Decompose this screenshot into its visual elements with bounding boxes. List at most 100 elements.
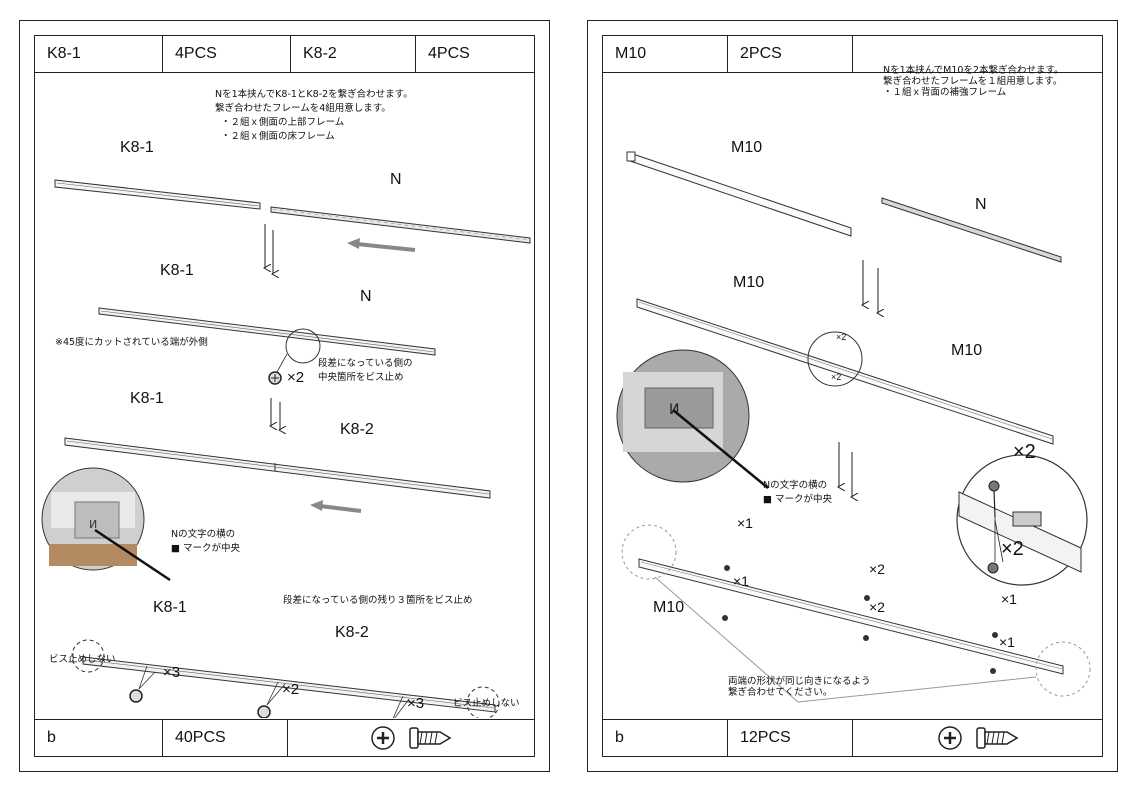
label-n-right: N [975,196,987,213]
label-m10-d: M10 [653,599,685,616]
qty-d-bot: ×1 [999,634,1015,650]
qty-detail-top: ×2 [1013,441,1036,463]
header-qty1: 4PCS [163,36,291,72]
right-instruction-sheet: M10 2PCS [587,20,1118,772]
r-note-mark-2: ■ マークが中央 [763,494,832,505]
footer-qty: 40PCS [163,720,288,756]
joint-detail-circle [807,331,863,387]
label-n-b: N [360,288,372,305]
frame-joined-row3 [64,437,491,499]
header-part1: K8-1 [35,36,163,72]
note-step-side-1: 段差になっている側の [318,358,413,369]
qty-detail-bot: ×2 [1001,538,1024,560]
r-footer-screw-icons [853,720,1102,756]
r-note-mark-1: Nの文字の横の [763,480,828,491]
instr-line-4: ・２組ｘ側面の床フレーム [221,131,335,142]
label-k8-1-c: K8-1 [130,390,164,407]
qty-left3: ×3 [163,664,181,681]
screw-marks-bottom [722,565,998,674]
r-footer-qty: 12PCS [728,720,853,756]
r-instr-line-2: 繋ぎ合わせたフレームを１組用意します。 [883,76,1063,87]
note-remaining: 段差になっている側の残り３箇所をビス止め [283,595,473,606]
left-header-row: K8-1 4PCS K8-2 4PCS [35,36,534,73]
note-same-shape-1: 両端の形状が同じ向きになるよう [728,676,871,687]
footer-screw-icons [288,720,534,756]
note-step-side-2: 中央箇所をビス止め [318,372,404,383]
footer-part: b [35,720,163,756]
header-part: M10 [603,36,728,72]
right-sheet-frame: M10 2PCS [602,35,1103,757]
instr-line-1: Nを1本挟んでK8-1とK8-2を繋ぎ合わせます。 [215,89,413,100]
slide-arrow-2 [319,504,362,513]
header-qty: 2PCS [728,36,853,72]
left-assembly-illustration: И [41,179,531,718]
left-sheet-frame: K8-1 4PCS K8-2 4PCS [34,35,535,757]
qty-mid2: ×2 [282,681,300,698]
note-mark-2: ■ マークが中央 [171,543,240,554]
end-shape-leader [654,576,1037,703]
slide-arrow-1-head [347,238,360,249]
screw-detail-circle [956,454,1088,586]
qty-a-bot: ×1 [733,573,749,589]
frame-joined-row2 [98,307,436,356]
header-part2: K8-2 [291,36,416,72]
qty-center: ×2 [287,369,305,386]
note-same-shape-2: 繋ぎ合わせてください。 [728,687,833,698]
frame-m10-joined [636,298,1054,445]
end-shape-circle-left [621,524,677,580]
pointer-line-right [672,409,769,489]
note-cut45: ※45度にカットされている端が外側 [55,337,208,348]
pointer-line-left [94,528,171,582]
right-header-row: M10 2PCS [603,36,1102,73]
photo-n-mark-inset-right: И [616,349,750,483]
note-mark: Nの文字の横の ■ マークが中央 [171,528,240,556]
r-instr-line-3: ・１組ｘ背面の補強フレーム [883,87,1007,98]
label-m10-b: M10 [733,274,765,291]
qty-a-top: ×1 [737,515,753,531]
label-k8-1-b: K8-1 [160,262,194,279]
frame-k8-1-row1 [54,179,261,210]
note-mark-1: Nの文字の横の [171,529,236,540]
right-instructions: Nを1本挟んでM10を2本繋ぎ合わせます。 繋ぎ合わせたフレームを１組用意します… [883,65,1064,98]
screw-icon [409,727,452,749]
label-m10-a: M10 [731,139,763,156]
note-same-shape: 両端の形状が同じ向きになるよう 繋ぎ合わせてください。 [728,676,871,698]
header-qty2: 4PCS [428,45,470,62]
phillips-head-icon [371,726,395,750]
instr-line-2: 繋ぎ合わせたフレームを4組用意します。 [215,103,391,114]
frame-n-row1 [270,206,531,244]
photo-n-mark-inset: И [41,467,145,571]
qty-joint-top: ×2 [836,332,847,342]
left-footer-row: b 40PCS [35,719,534,756]
svg-text:И: И [89,518,97,531]
qty-right3: ×3 [407,695,425,712]
label-k8-2-d: K8-2 [335,624,369,641]
label-k8-2-c: K8-2 [340,421,374,438]
phillips-head-icon [937,726,962,750]
label-k8-1-d: K8-1 [153,599,187,616]
qty-d-top: ×1 [1001,591,1017,607]
left-instructions: Nを1本挟んでK8-1とK8-2を繋ぎ合わせます。 繋ぎ合わせたフレームを4組用… [215,88,413,144]
left-instruction-sheet: K8-1 4PCS K8-2 4PCS [19,20,550,772]
note-mark-right: Nの文字の横の ■ マークが中央 [763,479,832,507]
screw-icon [975,727,1018,749]
frame-m10-top [626,151,852,237]
slide-arrow-1 [356,242,416,252]
screw-head-left [129,689,143,703]
no-screw-circle-right [466,686,500,718]
note-no-screw-right: ビス止めしない [453,698,520,709]
note-no-screw-left: ビス止めしない [49,654,116,665]
note-step-side: 段差になっている側の 中央箇所をビス止め [318,357,413,385]
frame-n-top [881,197,1062,263]
qty-b-top: ×2 [869,561,885,577]
label-k8-1-a: K8-1 [120,139,154,156]
frame-final-row4 [82,656,496,713]
screw-leaders [138,665,410,718]
label-n-a: N [390,171,402,188]
label-m10-c: M10 [951,342,983,359]
no-screw-circle-left [71,639,105,673]
joint-highlight-circle [285,328,321,364]
right-footer-row: b 12PCS [603,719,1102,756]
qty-joint-bot: ×2 [831,372,842,382]
r-footer-part: b [603,720,728,756]
